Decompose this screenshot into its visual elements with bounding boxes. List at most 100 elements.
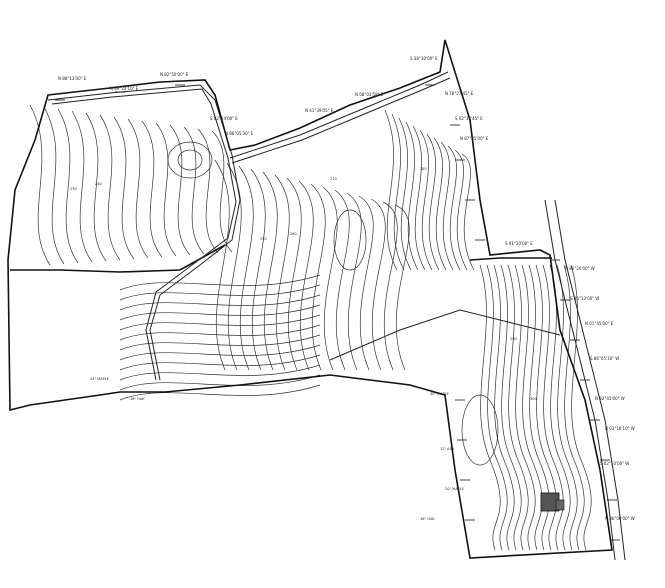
contour-line-49 (433, 137, 447, 271)
hilltop-contour-2 (177, 149, 203, 171)
contour-line-21 (298, 180, 314, 371)
contour-line-43 (391, 113, 405, 271)
bearing-label-3: S 02°14'00" E (210, 116, 238, 121)
bearing-label-4: N 86°05'30" E (225, 131, 254, 136)
contour-label-3: 260 (290, 232, 297, 236)
contour-line-9 (155, 122, 177, 257)
contour-line-11 (183, 126, 205, 255)
lot-line-east (469, 257, 552, 261)
bearing-label-6: N 68°03'58" E (355, 92, 384, 97)
contour-line-5 (99, 114, 121, 261)
contour-line-18 (262, 171, 278, 371)
contour-line-52 (454, 149, 468, 271)
contour-line-58 (507, 264, 529, 551)
contour-line-65 (556, 264, 578, 551)
contour-line-30 (119, 274, 321, 291)
contour-label-1: 240 (95, 182, 102, 186)
tree-label-4: 20" MAPLE (445, 487, 464, 491)
bearing-label-1: N 89°24'10" E (110, 86, 139, 91)
road-east-edge-2 (554, 199, 626, 561)
bearing-label-10: N 87°45'00" E (460, 136, 489, 141)
contour-line-26 (358, 195, 374, 371)
tree-label-3: 12" ASH (440, 447, 455, 451)
contour-line-60 (521, 264, 543, 551)
contour-line-13 (211, 130, 233, 253)
contour-line-64 (549, 264, 571, 551)
contour-line-4 (85, 112, 107, 262)
contour-line-54 (479, 264, 501, 551)
contour-line-35 (119, 324, 321, 341)
contour-label-5: 280 (420, 167, 427, 171)
contour-line-67 (570, 264, 592, 551)
contour-line-59 (514, 264, 536, 551)
tree-label-1: 18" OAK (130, 397, 145, 401)
contour-line-42 (384, 109, 398, 271)
driveway-west (47, 84, 241, 381)
contour-line-47 (419, 129, 433, 271)
bearing-label-9: S 02°38'45" E (455, 116, 483, 121)
contour-line-8 (141, 120, 163, 258)
contour-line-23 (322, 186, 338, 371)
contour-line-10 (169, 124, 191, 256)
property-boundary (7, 39, 613, 559)
tree-label-2: 30" MAPLE (430, 392, 449, 396)
contour-line-20 (286, 177, 302, 371)
contour-line-41 (119, 384, 321, 401)
lot-line-west (10, 244, 226, 273)
contour-line-48 (426, 133, 440, 271)
contour-line-1 (43, 106, 65, 265)
contour-line-57 (500, 264, 522, 551)
contour-line-38 (119, 354, 321, 371)
contour-line-2 (57, 108, 79, 264)
contour-line-0 (29, 104, 51, 266)
contour-line-19 (274, 174, 290, 371)
contour-line-29 (394, 204, 410, 371)
contour-label-0: 230 (70, 187, 77, 191)
building-footprint-2 (555, 499, 565, 511)
contour-line-12 (197, 128, 219, 254)
contour-line-61 (528, 264, 550, 551)
contour-label-7: 300 (530, 397, 537, 401)
contour-line-7 (127, 118, 149, 259)
bearing-label-11: S 01°20'00" E (505, 241, 533, 246)
bearing-label-5: N 41°39'05" E (305, 108, 334, 113)
bearing-label-18: S 02°10'00" W (600, 461, 629, 466)
contour-label-2: 250 (260, 237, 267, 241)
contour-line-25 (346, 192, 362, 371)
bearing-label-19: N 86°00'00" W (605, 516, 635, 521)
contour-line-51 (447, 145, 461, 271)
path-east (329, 309, 561, 361)
hilltop-contour-4 (461, 394, 499, 466)
contour-line-50 (440, 141, 454, 271)
contour-line-33 (119, 304, 321, 321)
parcel-outline (7, 39, 613, 559)
bearing-label-12: N 86°20'00" W (565, 266, 595, 271)
contour-line-45 (405, 121, 419, 271)
bearing-label-16: N 82°45'00" W (595, 396, 625, 401)
contour-line-6 (113, 116, 135, 260)
contour-line-39 (119, 364, 321, 381)
contour-line-27 (370, 198, 386, 371)
bearing-label-17: N 03°18'10" W (605, 426, 635, 431)
contour-line-17 (250, 168, 266, 371)
contour-line-32 (119, 294, 321, 311)
hilltop-contour-1 (167, 141, 213, 179)
tree-label-0: 24" MAPLE (90, 377, 109, 381)
road-north (229, 71, 449, 159)
bearing-label-8: N 78°27'45" E (445, 91, 474, 96)
hilltop-contour-3 (333, 209, 367, 271)
contour-line-53 (461, 153, 475, 271)
bearing-label-0: N 88°13'00" E (58, 76, 87, 81)
bearing-label-2: N 82°50'00" E (160, 72, 189, 77)
contour-line-37 (119, 344, 321, 361)
bearing-label-15: S 86°05'30" W (590, 356, 619, 361)
contour-line-31 (119, 284, 321, 301)
contour-line-56 (493, 264, 515, 551)
contour-line-46 (412, 125, 426, 271)
boundary-markers (55, 84, 620, 541)
road-north-edge (231, 77, 451, 164)
contour-line-55 (486, 264, 508, 551)
tree-label-5: 16" OAK (420, 517, 435, 521)
contour-line-63 (542, 264, 564, 551)
